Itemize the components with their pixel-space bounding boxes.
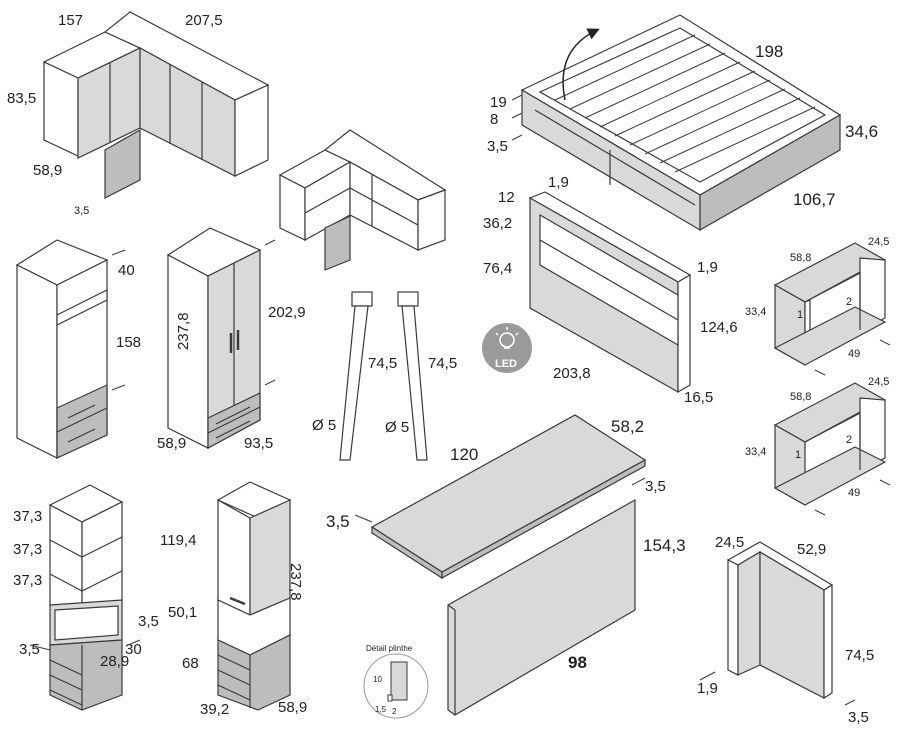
- dim-wardrobe-2door-d4: 93,5: [244, 435, 273, 452]
- dim-headboard-d7: 203,8: [553, 365, 591, 382]
- dim-bed-d4: 3,5: [487, 138, 508, 155]
- dim-corner-panel-d2: 52,9: [797, 541, 826, 558]
- dim-legs-d2: 74,5: [428, 355, 457, 372]
- bed-frame: [520, 14, 842, 232]
- dim-column-left-d2: 37,3: [13, 541, 42, 558]
- desk-legs: [339, 291, 428, 461]
- headboard-unit: [528, 191, 692, 394]
- dim-open-wardrobe-d2: 158: [116, 334, 141, 351]
- dim-nightstand-top-d1: 58,8: [790, 252, 811, 264]
- dim-nightstand-top-d5: 2: [846, 296, 852, 308]
- dim-column-left-d7: 30: [125, 641, 142, 658]
- dim-bed-d1: 198: [755, 42, 783, 61]
- detail-title: Détail plinthe: [366, 644, 413, 653]
- column-mid: [216, 481, 292, 711]
- dim-column-mid-d4: 68: [182, 655, 199, 672]
- dim-wardrobe-2door-d1: 237,8: [175, 312, 192, 350]
- dim-corner-panel-d5: 3,5: [848, 709, 869, 726]
- dim-corner-panel-d3: 74,5: [845, 647, 874, 664]
- dim-nightstand-top-d6: 49: [848, 348, 860, 360]
- nightstand-bottom: [773, 382, 887, 507]
- dim-column-mid-d5: 39,2: [200, 701, 229, 718]
- led-bulb-icon: [495, 327, 519, 349]
- dim-bed-d2: 19: [490, 94, 507, 111]
- plinth-detail: [363, 653, 429, 719]
- dim-nightstand-bottom-d6: 49: [848, 487, 860, 499]
- dim-bed-d5: 34,6: [845, 122, 878, 141]
- dim-column-left-d6: 28,9: [100, 653, 129, 670]
- dim-headboard-d1: 12: [498, 189, 515, 206]
- dim-legs-d4: Ø 5: [385, 419, 409, 436]
- dim-wardrobe-2door-d2: 202,9: [268, 304, 306, 321]
- dim-corner-wardrobe-d1: 157: [58, 12, 83, 29]
- dim-corner-wardrobe-d3: 83,5: [7, 90, 36, 107]
- dim-detail-d1: 10: [373, 675, 382, 684]
- dim-bed-d3: 8: [490, 111, 498, 128]
- dim-nightstand-top-d2: 24,5: [868, 236, 889, 248]
- dim-nightstand-bottom-d5: 2: [846, 434, 852, 446]
- dim-desk-d3: 3,5: [326, 512, 350, 531]
- dim-corner-wardrobe-d5: 3,5: [74, 205, 89, 217]
- led-label: LED: [495, 358, 517, 370]
- dim-wardrobe-2door-d3: 58,9: [157, 435, 186, 452]
- desk: [370, 414, 647, 716]
- dim-headboard-d6: 124,6: [700, 319, 738, 336]
- lift-arrow-icon: [562, 28, 600, 101]
- dim-nightstand-bottom-d2: 24,5: [868, 376, 889, 388]
- dim-legs-d1: 74,5: [368, 355, 397, 372]
- dim-column-mid-d2: 237,8: [287, 563, 304, 601]
- dim-nightstand-top-d3: 33,4: [745, 306, 766, 318]
- dim-desk-d2: 58,2: [611, 417, 644, 436]
- dim-open-wardrobe-d1: 40: [118, 262, 135, 279]
- dim-column-left-d4: 3,5: [19, 641, 40, 658]
- dim-column-left-d1: 37,3: [13, 508, 42, 525]
- dim-desk-d1: 120: [450, 445, 478, 464]
- dim-desk-d5: 154,3: [643, 536, 686, 555]
- dim-corner-wardrobe-d4: 58,9: [33, 162, 62, 179]
- dim-detail-d3: 2: [392, 707, 397, 716]
- dim-nightstand-top-d4: 1: [797, 309, 803, 321]
- dim-column-mid-d6: 58,9: [278, 699, 307, 716]
- dim-headboard-d3: 36,2: [483, 215, 512, 232]
- bed-slats: [554, 34, 816, 173]
- nightstand-top: [773, 242, 887, 367]
- dim-headboard-d2: 1,9: [548, 174, 569, 191]
- dim-nightstand-bottom-d4: 1: [795, 449, 801, 461]
- column-left: [48, 484, 124, 711]
- dim-bed-d6: 106,7: [793, 190, 836, 209]
- dim-column-left-d3: 37,3: [13, 572, 42, 589]
- dim-corner-panel-d4: 1,9: [697, 680, 718, 697]
- led-badge: LED: [482, 323, 532, 373]
- open-wardrobe: [15, 239, 109, 459]
- dim-nightstand-bottom-d3: 33,4: [745, 446, 766, 458]
- dim-nightstand-bottom-d1: 58,8: [790, 391, 811, 403]
- two-door-wardrobe: [166, 227, 262, 450]
- dim-corner-panel-d1: 24,5: [715, 534, 744, 551]
- dim-corner-wardrobe-d2: 207,5: [185, 12, 223, 29]
- dim-column-mid-d1: 119,4: [160, 532, 196, 549]
- dimension-ticks: [29, 94, 891, 706]
- corner-wardrobe: [42, 11, 270, 199]
- dim-headboard-d4: 76,4: [483, 260, 512, 277]
- dim-headboard-d8: 16,5: [684, 389, 713, 406]
- dim-headboard-d5: 1,9: [697, 259, 718, 276]
- dim-desk-d4: 3,5: [645, 478, 666, 495]
- dim-detail-d2: 1,5: [375, 705, 387, 714]
- corner-shelf-unit: [278, 129, 447, 271]
- dim-column-left-d5: 3,5: [138, 613, 159, 630]
- corner-panel: [726, 541, 834, 700]
- dim-desk-d6: 98: [568, 653, 587, 672]
- dim-column-mid-d3: 50,1: [168, 604, 197, 621]
- dim-legs-d3: Ø 5: [312, 417, 336, 434]
